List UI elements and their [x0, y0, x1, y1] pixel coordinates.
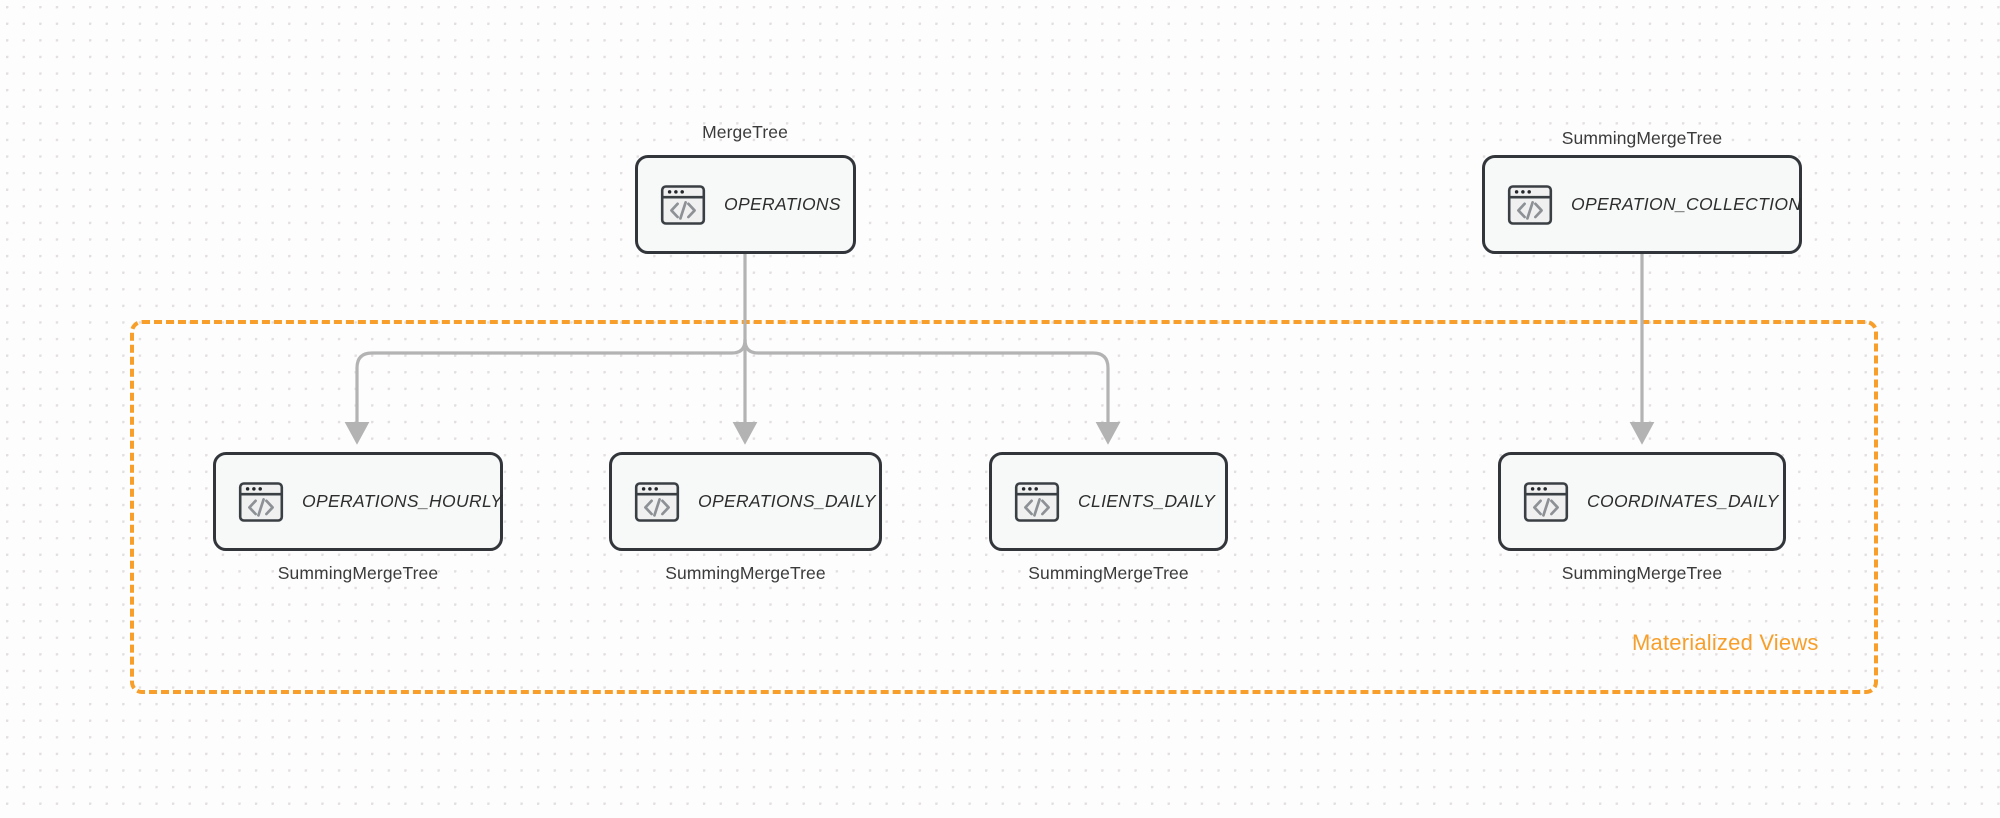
- node-operations[interactable]: OPERATIONS: [635, 155, 856, 254]
- caption-operations-hourly-engine: SummingMergeTree: [277, 563, 439, 583]
- caption-operations-engine: MergeTree: [702, 122, 788, 142]
- node-operation-collection-label: OPERATION_COLLECTION: [1571, 194, 1802, 214]
- node-operations-hourly[interactable]: OPERATIONS_HOURLY: [213, 452, 503, 551]
- node-operations-hourly-label: OPERATIONS_HOURLY: [302, 491, 503, 511]
- node-operations-daily-label: OPERATIONS_DAILY: [698, 491, 876, 511]
- materialized-views-group-label: Materialized Views: [1632, 630, 1819, 655]
- materialized-views-group-box: [130, 320, 1878, 694]
- caption-operations-daily-engine: SummingMergeTree: [665, 563, 826, 583]
- node-operation-collection[interactable]: OPERATION_COLLECTION: [1482, 155, 1802, 254]
- node-clients-daily[interactable]: CLIENTS_DAILY: [989, 452, 1228, 551]
- caption-coordinates-daily-engine: SummingMergeTree: [1561, 563, 1723, 583]
- code-window-icon: [1014, 479, 1060, 525]
- node-operations-daily[interactable]: OPERATIONS_DAILY: [609, 452, 882, 551]
- code-window-icon: [634, 479, 680, 525]
- node-coordinates-daily[interactable]: COORDINATES_DAILY: [1498, 452, 1786, 551]
- caption-operation-collection-engine: SummingMergeTree: [1561, 128, 1723, 148]
- node-coordinates-daily-label: COORDINATES_DAILY: [1587, 491, 1779, 511]
- code-window-icon: [238, 479, 284, 525]
- code-window-icon: [1523, 479, 1569, 525]
- code-window-icon: [1507, 182, 1553, 228]
- code-window-icon: [660, 182, 706, 228]
- node-clients-daily-label: CLIENTS_DAILY: [1078, 491, 1216, 511]
- caption-clients-daily-engine: SummingMergeTree: [1028, 563, 1189, 583]
- node-operations-label: OPERATIONS: [724, 194, 841, 214]
